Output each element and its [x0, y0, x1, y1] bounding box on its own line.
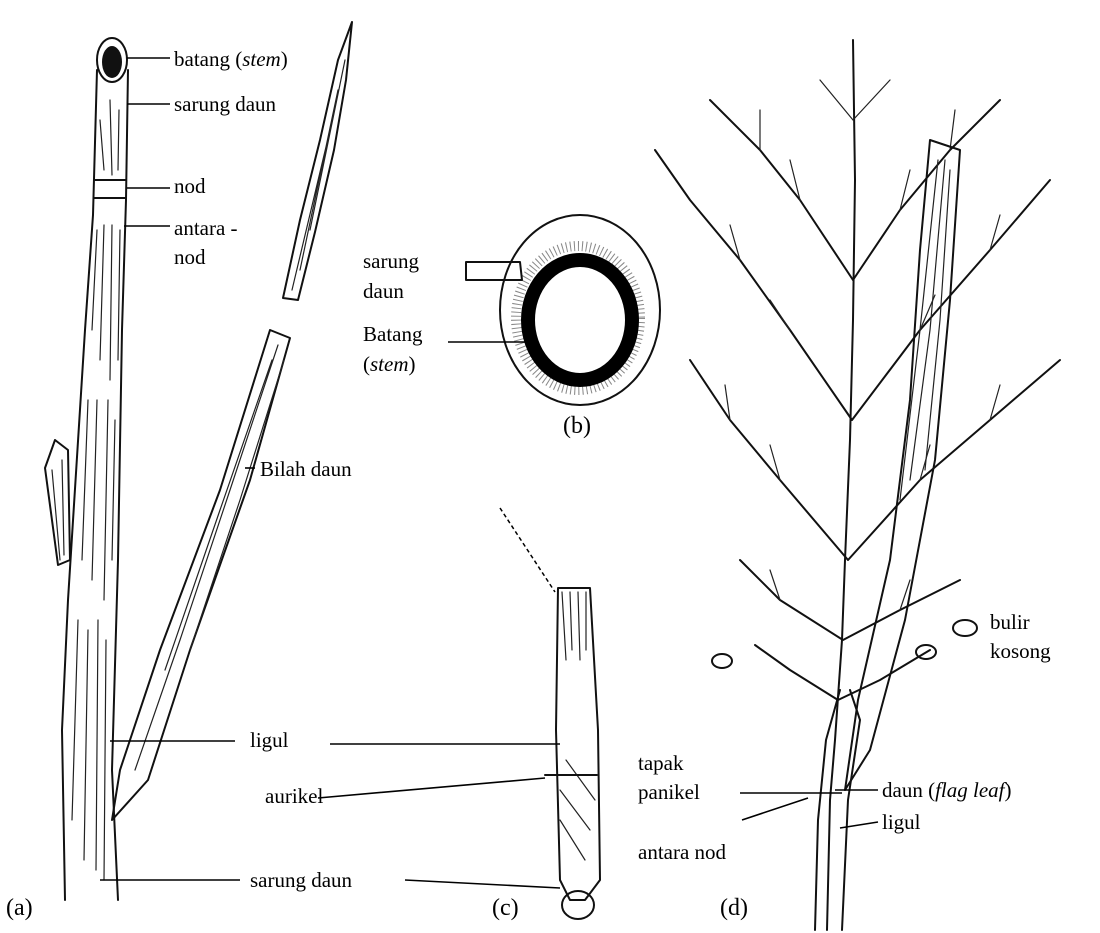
side-shoot-texture [52, 460, 64, 560]
label-bulir-2: kosong [990, 637, 1051, 666]
stem-left-edge [62, 70, 97, 900]
leaf-blade-tip-texture [292, 60, 345, 290]
panicle-main-axis [827, 40, 855, 930]
label-daun-italic: flag leaf [935, 778, 1004, 802]
panel-a-leaders-top [124, 58, 170, 226]
label-daun-text: daun ( [882, 778, 935, 802]
label-sarung-b-1: sarung [363, 247, 419, 276]
label-bilah-daun: Bilah daun [260, 455, 352, 484]
stem-ring [528, 260, 632, 380]
label-bulir-1: bulir [990, 608, 1030, 637]
side-shoot [45, 440, 70, 565]
label-antara-nod-d: antara nod [638, 838, 726, 867]
label-batang-b-1: Batang [363, 320, 422, 349]
flag-leaf [845, 140, 960, 790]
sheath-detail-base [562, 891, 594, 919]
bilah-dashed-leader [500, 508, 555, 592]
stem-top-fill [102, 46, 122, 78]
sheath-detail-body [556, 588, 600, 900]
empty-grain [953, 620, 977, 636]
label-antara-nod-1: antara - [174, 214, 238, 243]
label-batang-b-open: ( [363, 352, 370, 376]
label-batang-italic: stem [242, 47, 281, 71]
panel-c-leaders [318, 744, 560, 888]
label-ligul-a: ligul [250, 726, 289, 755]
flag-leaf-texture [900, 160, 950, 500]
panel-c-letter: (c) [492, 895, 519, 922]
panel-d-leaders-left [740, 793, 842, 820]
label-ligul-d: ligul [882, 808, 921, 837]
empty-grain [712, 654, 732, 668]
label-tapak-2: panikel [638, 778, 700, 807]
leaf-blade-lower-texture [135, 345, 284, 770]
label-batang-b-close: ) [409, 352, 416, 376]
label-sarung-b-2: daun [363, 277, 404, 306]
label-sarung-daun-bottom: sarung daun [250, 866, 352, 895]
panel-b-drawing [448, 215, 660, 405]
panel-b-letter: (b) [563, 413, 591, 440]
panel-d-letter: (d) [720, 895, 748, 922]
sheath-detail-texture [560, 592, 595, 860]
label-aurikel: aurikel [265, 782, 323, 811]
label-batang-b-2: (stem) [363, 350, 416, 379]
label-batang-b-italic: stem [370, 352, 409, 376]
label-batang-text: batang ( [174, 47, 242, 71]
label-antara-nod-2: nod [174, 243, 206, 272]
label-daun-flag-leaf: daun (flag leaf) [882, 776, 1012, 805]
label-nod: nod [174, 172, 206, 201]
ligul-d-leader [840, 822, 878, 828]
sheath-pointer-bar [466, 262, 522, 280]
label-tapak-1: tapak [638, 749, 683, 778]
panel-c-drawing [318, 508, 600, 919]
label-batang-close: ) [281, 47, 288, 71]
panel-a-letter: (a) [6, 895, 33, 922]
label-batang-stem: batang (stem) [174, 45, 288, 74]
leaf-blade-tip [283, 22, 352, 300]
node-band [94, 180, 126, 198]
label-daun-close: ) [1005, 778, 1012, 802]
label-sarung-daun-top: sarung daun [174, 90, 276, 119]
